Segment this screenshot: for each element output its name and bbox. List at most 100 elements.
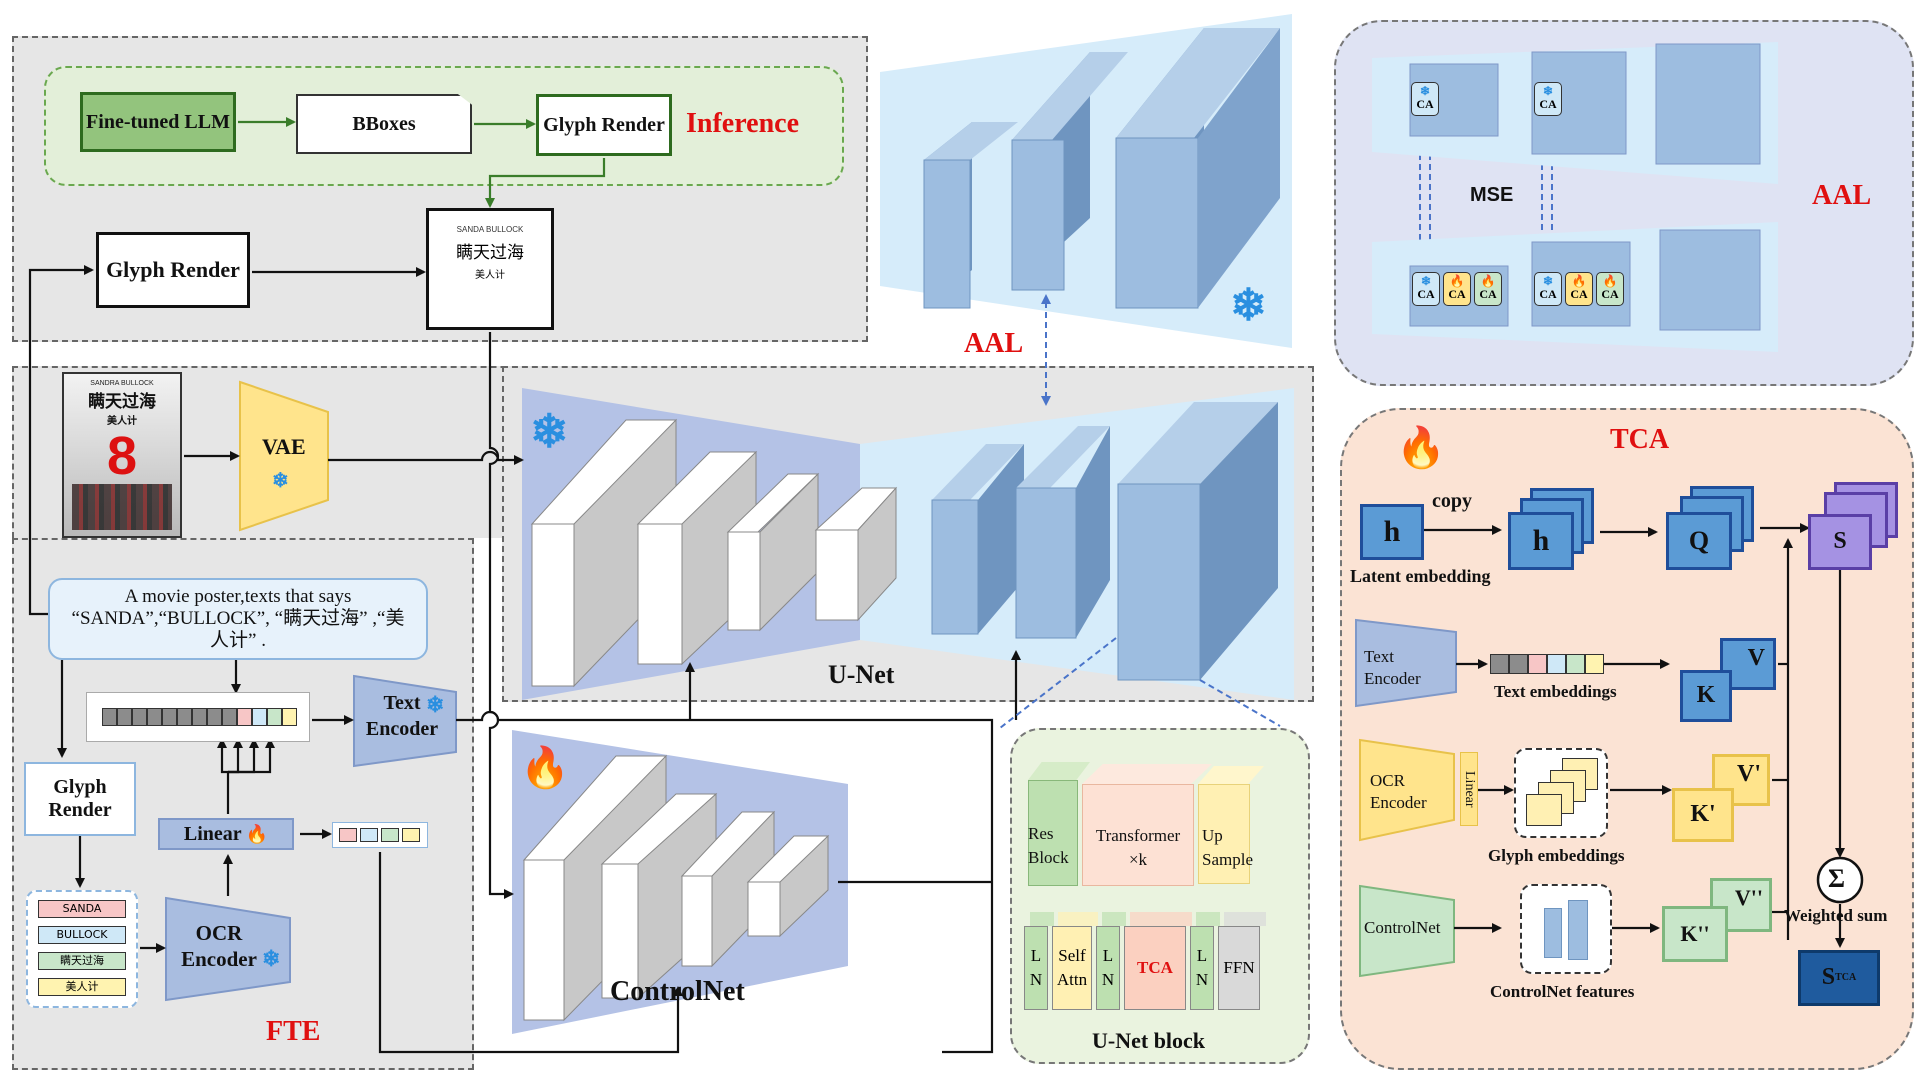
aal-label-center: AAL — [964, 328, 1024, 359]
unet-block-layer: TCA — [1124, 926, 1186, 1010]
tca-weighted-sum-label: Weighted sum — [1784, 906, 1888, 925]
unet-block-layer-top — [1058, 912, 1098, 926]
word-chip: 美人计 — [38, 978, 126, 996]
weighted-sum-circle — [1816, 856, 1864, 904]
tca-controlnet-shape — [1359, 884, 1455, 978]
unet-decoder-blocks — [931, 402, 1278, 681]
token-cell — [117, 708, 132, 726]
fte-ocr-encoder-shape — [165, 896, 291, 1002]
fte-word-stack: SANDA BULLOCK 瞒天过海美人计 — [26, 890, 138, 1008]
fte-ocr-encoder-label: OCR Encoder — [181, 921, 257, 971]
tca-sigma-symbol: Σ — [1828, 864, 1845, 893]
token-cell — [207, 708, 222, 726]
fte-glyph-token-row — [332, 822, 428, 848]
ca-label: CA — [1539, 97, 1557, 111]
up-sample-label: Up Sample — [1202, 826, 1253, 869]
aal-panel-mse: MSE — [1470, 184, 1514, 206]
aal-frozen-icon: ❄ — [1230, 281, 1267, 330]
fte-glyph-render-box: Glyph Render — [24, 762, 136, 836]
unet-block-layer: L N — [1096, 926, 1120, 1010]
aal-panel-square-6 — [1659, 229, 1761, 331]
tca-copy-label: copy — [1432, 490, 1472, 512]
fte-token-row — [102, 708, 298, 726]
fte-linear-box: Linear 🔥 — [158, 818, 294, 850]
token-cell — [177, 708, 192, 726]
glyph-token-cell — [402, 828, 420, 842]
unet-block-layer: Self Attn — [1052, 926, 1092, 1010]
glyph-card-4 — [1526, 794, 1562, 826]
transformer-top — [1082, 764, 1212, 784]
controlnet-blocks — [522, 754, 830, 1022]
tca-v-box: V — [1720, 638, 1776, 690]
poster-glyph-line2: 瞒天过海 — [456, 243, 524, 263]
up-sample-shape — [1198, 784, 1250, 884]
token-cell — [282, 708, 297, 726]
token-cell — [102, 708, 117, 726]
unet-block-layer-top — [1130, 912, 1192, 926]
ca-label: CA — [1416, 97, 1434, 111]
glyph-token-cell — [339, 828, 357, 842]
tca-text-token-row — [1490, 654, 1604, 674]
trainable-icon: 🔥 — [1602, 274, 1618, 288]
fte-text-encoder-label: Text Encoder — [365, 692, 439, 740]
fte-linear-trainable-icon: 🔥 — [245, 823, 269, 844]
token-cell — [162, 708, 177, 726]
tca-s-tca-main: S — [1821, 964, 1836, 991]
tca-trainable-icon: 🔥 — [1396, 425, 1446, 470]
tca-controlnet-features-group — [1520, 884, 1612, 974]
tca-linear-label: Linear — [1462, 770, 1478, 808]
ca-box: 🔥CA — [1596, 272, 1624, 306]
movie-poster-line1: SANDRA BULLOCK — [90, 380, 154, 387]
token-cell — [132, 708, 147, 726]
poster-glyph-line3: 美人计 — [475, 270, 505, 281]
unet-block-title: U-Net block — [1092, 1028, 1206, 1053]
feature-block-1 — [1544, 908, 1562, 958]
word-chip: 瞒天过海 — [38, 952, 126, 970]
ca-box: 🔥CA — [1474, 272, 1502, 306]
vae-label: VAE — [262, 434, 306, 459]
bboxes-box: BBoxes — [296, 94, 472, 154]
frozen-icon: ❄ — [1420, 274, 1432, 288]
fte-ocr-encoder-frozen-icon: ❄ — [262, 946, 281, 971]
fte-text-encoder-frozen-icon: ❄ — [426, 692, 445, 717]
tca-text-encoder-label: Text Encoder — [1364, 647, 1421, 688]
unet-block-layer-top — [1030, 912, 1054, 926]
tca-token-cell — [1490, 654, 1509, 674]
glyph-token-cell — [360, 828, 378, 842]
tca-linear-box: Linear — [1460, 752, 1478, 826]
tca-text-embeddings-label: Text embeddings — [1494, 682, 1617, 701]
ca-label: CA — [1539, 287, 1557, 301]
token-cell — [237, 708, 252, 726]
fine-tuned-llm-box: Fine-tuned LLM — [80, 92, 236, 152]
token-cell — [147, 708, 162, 726]
tca-k-box: K — [1680, 670, 1732, 722]
res-block-top — [1028, 762, 1090, 780]
vae-shape — [239, 380, 329, 532]
ca-label: CA — [1601, 287, 1619, 301]
ca-label: CA — [1479, 287, 1497, 301]
token-cell — [252, 708, 267, 726]
frozen-icon: ❄ — [1542, 274, 1554, 288]
fte-text-encoder-shape — [353, 674, 457, 768]
trainable-icon: 🔥 — [1571, 274, 1587, 288]
ca-box: ❄CA — [1412, 272, 1440, 306]
aal-panel-title: AAL — [1812, 180, 1872, 211]
controlnet-trainable-icon: 🔥 — [520, 745, 570, 790]
frozen-icon: ❄ — [1542, 84, 1554, 98]
word-chip: BULLOCK — [38, 926, 126, 944]
frozen-icon: ❄ — [1419, 84, 1431, 98]
poster-glyph-image: SANDA BULLOCK 瞒天过海 美人计 — [426, 208, 554, 330]
feature-block-2 — [1568, 900, 1588, 960]
ca-box: 🔥CA — [1565, 272, 1593, 306]
unet-block-layer: L N — [1190, 926, 1214, 1010]
movie-poster-cast — [72, 484, 172, 530]
unet-frozen-icon: ❄ — [530, 406, 569, 457]
movie-poster-line2: 瞒天过海 — [88, 392, 156, 412]
word-chip: SANDA — [38, 900, 126, 918]
ca-label: CA — [1570, 287, 1588, 301]
fte-label: FTE — [266, 1016, 321, 1047]
glyph-token-cell — [381, 828, 399, 842]
tca-glyph-embeddings-group — [1514, 748, 1608, 838]
